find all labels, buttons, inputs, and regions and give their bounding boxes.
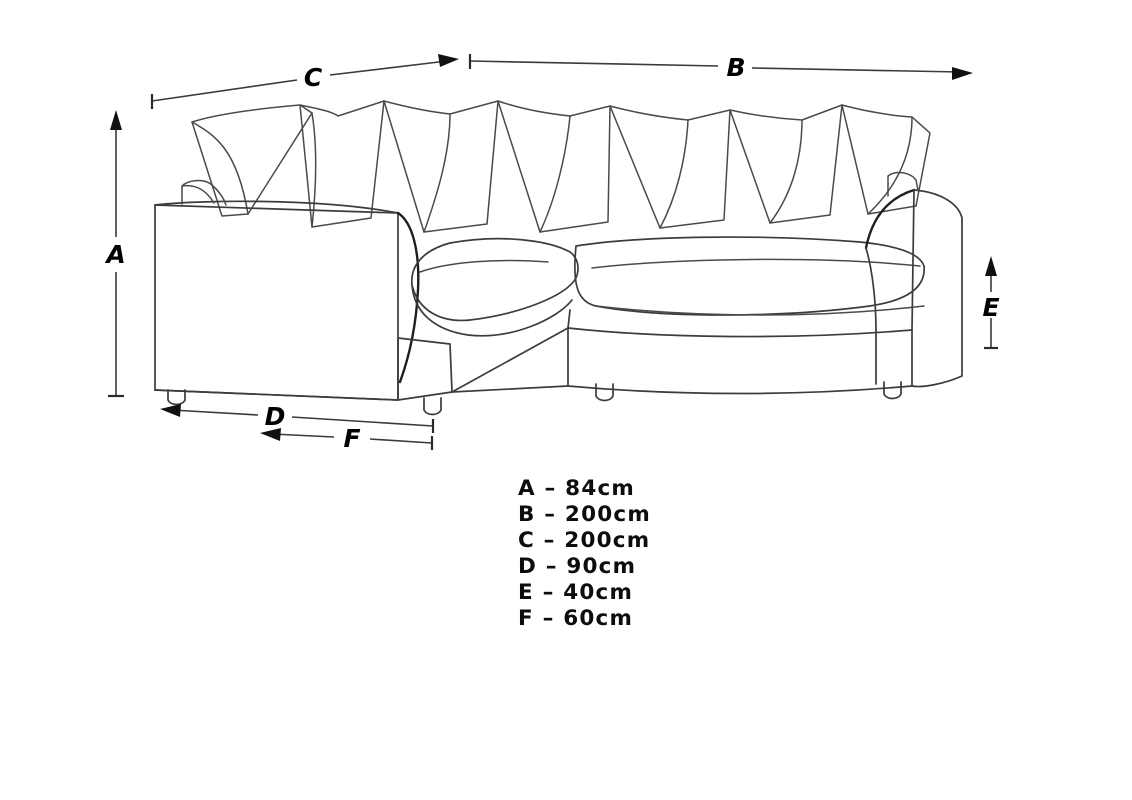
left-arm-roll-detail (181, 179, 227, 206)
sofa-drawing (154, 100, 963, 416)
dimension-legend: A – 84cm B – 200cm C – 200cm D – 90cm E … (518, 476, 651, 631)
back-cushion (841, 104, 931, 215)
legend-item: B – 200cm (518, 502, 651, 527)
seat-cushion-right-crease (591, 258, 921, 269)
left-arm-inner-edge (396, 211, 420, 384)
left-arm-outer-panel (154, 204, 399, 401)
foot (595, 383, 614, 402)
feet-group (167, 381, 902, 416)
base-top-edge (567, 327, 913, 338)
right-arm-front-face (865, 247, 877, 385)
back-cushion (423, 113, 451, 233)
back-cushion (867, 116, 913, 215)
dimension-marker-F: F (260, 424, 434, 453)
back-cushion (311, 112, 317, 228)
base-front-right (567, 327, 913, 395)
corner-seat-cushion (411, 237, 579, 337)
back-cushion (659, 119, 689, 229)
right-arm-panel-edge (911, 189, 915, 331)
dimension-label-C: C (304, 63, 323, 92)
dimension-line-B (469, 60, 719, 67)
dimension-marker-B: B (468, 53, 973, 82)
sofa-base (451, 305, 925, 395)
dimension-line-C (329, 60, 448, 76)
foot (883, 381, 902, 400)
dimension-line-D (171, 409, 259, 416)
arrow-left-icon (160, 404, 181, 417)
arrow-right-icon (438, 54, 459, 67)
arrow-left-icon (260, 428, 281, 441)
left-arm-top-edge (154, 200, 399, 214)
legend-item: E – 40cm (518, 580, 633, 605)
arrow-right-icon (952, 67, 973, 80)
back-cushion (191, 121, 249, 215)
back-cushion (299, 100, 385, 228)
right-arm-outer (911, 189, 963, 388)
dimension-label-B: B (726, 53, 745, 82)
seat-cushion-left-front (411, 284, 573, 337)
dimension-line-C (151, 79, 298, 102)
legend-item: F – 60cm (518, 606, 633, 631)
back-cushion (497, 100, 611, 233)
back-cushion (609, 105, 731, 229)
dimension-label-E: E (982, 293, 999, 322)
base-bottom-left (451, 385, 569, 393)
seat-cushion-left (411, 237, 579, 322)
dimension-line-B (751, 67, 961, 73)
arrow-up-icon (985, 256, 997, 276)
dimension-label-D: D (265, 402, 286, 431)
left-arm-roll-detail (181, 184, 215, 204)
base-front-left-facet (451, 309, 571, 393)
left-arm (154, 179, 420, 401)
legend-item: A – 84cm (518, 476, 635, 501)
back-cushion (191, 104, 313, 217)
dimension-marker-C: C (150, 54, 459, 109)
dimension-line-D (291, 416, 434, 427)
base-seam-right (595, 305, 925, 316)
seat-cushion-left-crease (419, 259, 549, 273)
dimension-marker-E: E (982, 256, 1000, 350)
dimension-line-F (271, 433, 335, 438)
back-cushion (769, 119, 803, 224)
back-cushion (539, 115, 571, 233)
right-arm (864, 171, 963, 388)
arrow-up-icon (110, 110, 122, 130)
left-base-bottom (154, 389, 399, 401)
left-base-block (154, 337, 453, 401)
dimension-marker-D: D (160, 402, 435, 433)
legend-item: D – 90cm (518, 554, 636, 579)
back-cushion-group (191, 100, 931, 233)
dimension-label-F: F (343, 424, 360, 453)
foot (423, 397, 442, 416)
back-cushion (383, 100, 499, 233)
back-cushion (729, 104, 843, 224)
dimension-label-A: A (104, 240, 125, 269)
left-base-front (397, 337, 453, 401)
right-arm-inner-edge (864, 188, 916, 250)
dimension-marker-A: A (104, 110, 126, 398)
right-arm-top-detail (887, 171, 919, 197)
foot (167, 389, 186, 406)
dimension-line-F (369, 438, 433, 444)
legend-item: C – 200cm (518, 528, 650, 553)
